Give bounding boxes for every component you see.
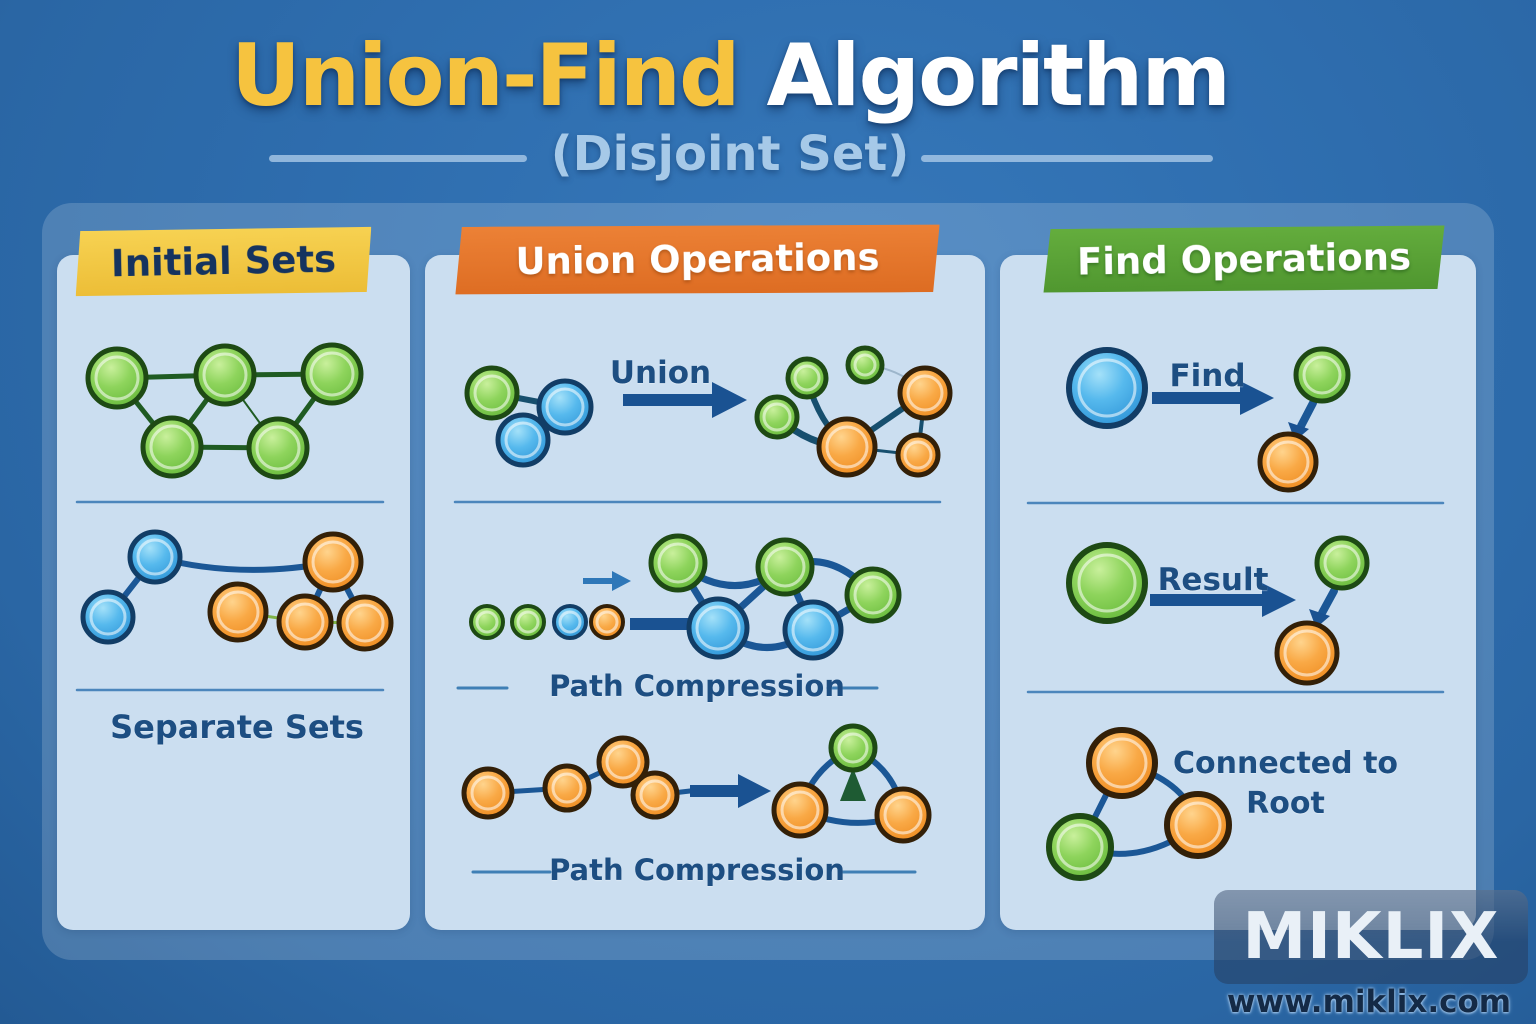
logo-text: MIKLIX (1242, 900, 1500, 974)
page-title: Union-Find Algorithm (0, 26, 1460, 126)
website-url: www.miklix.com (1226, 984, 1512, 1020)
banner-find-operations-label: Find Operations (1076, 234, 1412, 284)
connected-to-root-line2: Root (1246, 786, 1325, 821)
separate-sets-caption: Separate Sets (110, 708, 364, 746)
banner-initial-sets-label: Initial Sets (110, 237, 337, 286)
banner-initial-sets: Initial Sets (74, 225, 372, 298)
logo-badge: MIKLIX (1214, 890, 1528, 984)
banner-find-operations: Find Operations (1043, 223, 1446, 295)
connected-to-root-line1: Connected to (1172, 746, 1399, 781)
subtitle-left-line (269, 155, 527, 162)
connected-to-root-caption: Connected to Root (1158, 744, 1413, 824)
subtitle-right-line (921, 155, 1213, 162)
path-compression-caption-1: Path Compression (549, 669, 845, 703)
union-label: Union (609, 355, 712, 391)
find-label: Find (1169, 358, 1246, 394)
banner-union-operations: Union Operations (455, 221, 941, 298)
page-subtitle: (Disjoint Set) (550, 126, 910, 182)
banner-union-operations-label: Union Operations (515, 235, 880, 284)
panel-initial-sets (57, 255, 410, 930)
title-rest: Algorithm (738, 26, 1231, 126)
result-label: Result (1157, 562, 1269, 598)
path-compression-caption-2: Path Compression (549, 853, 845, 887)
title-highlight: Union-Find (230, 26, 741, 126)
